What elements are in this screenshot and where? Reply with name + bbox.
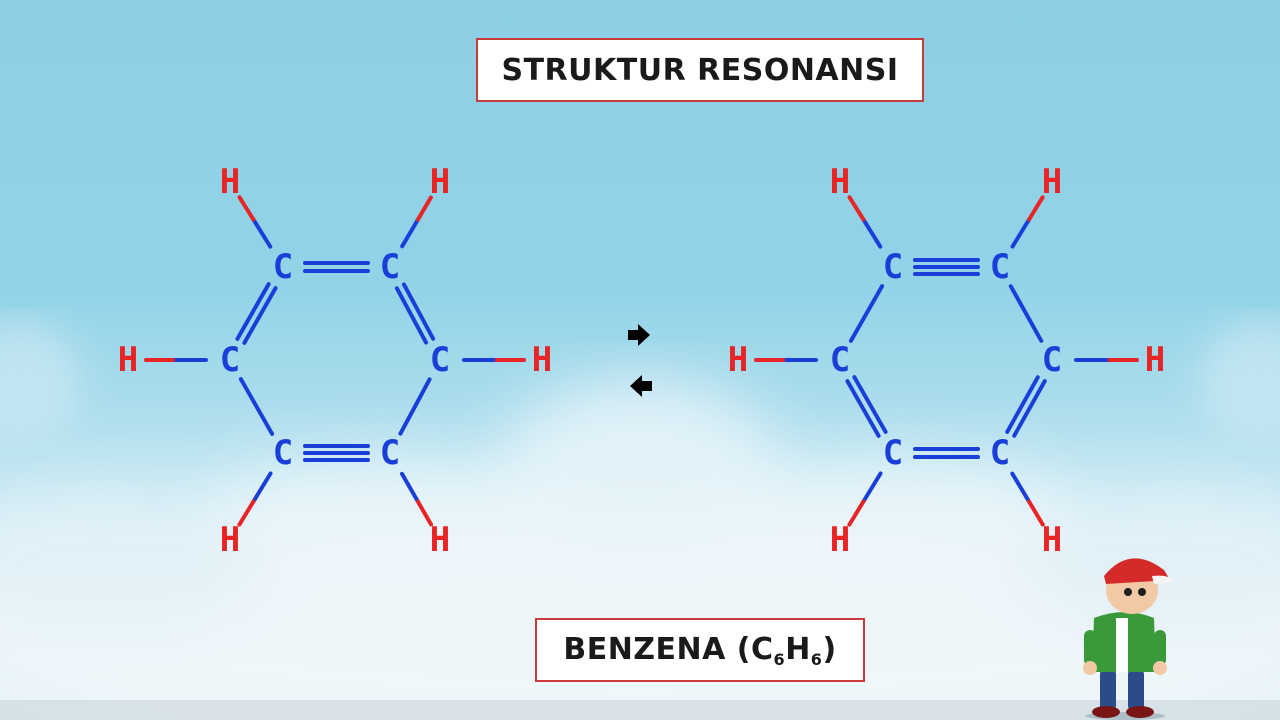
title-text: STRUKTUR RESONANSI: [501, 52, 899, 88]
c-h-bond-carbon-half: [1010, 471, 1032, 504]
c-c-bond: [235, 282, 271, 341]
c-h-bond-carbon-half: [861, 217, 883, 249]
c-h-bond-carbon-half: [251, 217, 273, 249]
c-h-bond-hydrogen-half: [237, 195, 256, 222]
hydrogen-atom: H: [532, 340, 552, 380]
hydrogen-atom: H: [1145, 340, 1165, 380]
c-h-bond-carbon-half: [251, 471, 273, 504]
carbon-atom: C: [883, 247, 903, 287]
hydrogen-atom: H: [1042, 520, 1062, 560]
c-c-bond: [1008, 284, 1044, 343]
c-c-bond: [1012, 379, 1047, 438]
hydrogen-atom: H: [728, 340, 748, 380]
carbon-atom: C: [380, 433, 400, 473]
c-c-bond: [242, 286, 278, 345]
hydrogen-atom: H: [830, 520, 850, 560]
compound-name-label: BENZENA (C6H6): [535, 618, 865, 682]
carbon-atom: C: [1042, 340, 1062, 380]
hydrogen-atom: H: [430, 162, 450, 202]
c-h-bond-hydrogen-half: [1027, 195, 1045, 222]
c-c-bond: [845, 379, 881, 438]
hydrogen-atom: H: [220, 162, 240, 202]
carbon-atom: C: [990, 247, 1010, 287]
carbon-atom: C: [830, 340, 850, 380]
c-h-bond-carbon-half: [399, 471, 420, 504]
c-h-bond-hydrogen-half: [237, 499, 256, 527]
carbon-atom: C: [273, 433, 293, 473]
c-h-bond-hydrogen-half: [847, 195, 866, 222]
c-c-bond: [1005, 375, 1040, 434]
c-c-bond: [848, 284, 885, 343]
c-h-bond-hydrogen-half: [1027, 499, 1045, 527]
c-c-bond: [852, 375, 888, 434]
c-h-bond-carbon-half: [1010, 217, 1032, 249]
arrow-left-icon: [630, 375, 652, 397]
c-c-bond: [401, 282, 436, 341]
c-c-bond: [394, 286, 429, 345]
hydrogen-atom: H: [220, 520, 240, 560]
hydrogen-atom: H: [118, 340, 138, 380]
cartoon-boy-mascot: [1083, 558, 1174, 720]
title-label: STRUKTUR RESONANSI: [476, 38, 924, 102]
carbon-atom: C: [883, 433, 903, 473]
c-h-bond-carbon-half: [400, 217, 420, 249]
arrow-right-icon: [628, 324, 650, 346]
c-h-bond-hydrogen-half: [415, 195, 433, 222]
hydrogen-atom: H: [430, 520, 450, 560]
carbon-atom: C: [220, 340, 240, 380]
hydrogen-atom: H: [1042, 162, 1062, 202]
equilibrium-arrows: [628, 324, 652, 397]
c-c-bond: [238, 377, 275, 436]
carbon-atom: C: [380, 247, 400, 287]
compound-name: BENZENA (C6H6): [563, 631, 837, 669]
c-c-bond: [398, 377, 432, 436]
c-h-bond-carbon-half: [861, 471, 883, 504]
carbon-atom: C: [430, 340, 450, 380]
carbon-atom: C: [990, 433, 1010, 473]
hydrogen-atom: H: [830, 162, 850, 202]
carbon-atom: C: [273, 247, 293, 287]
c-h-bond-hydrogen-half: [415, 499, 434, 527]
c-h-bond-hydrogen-half: [847, 499, 866, 527]
